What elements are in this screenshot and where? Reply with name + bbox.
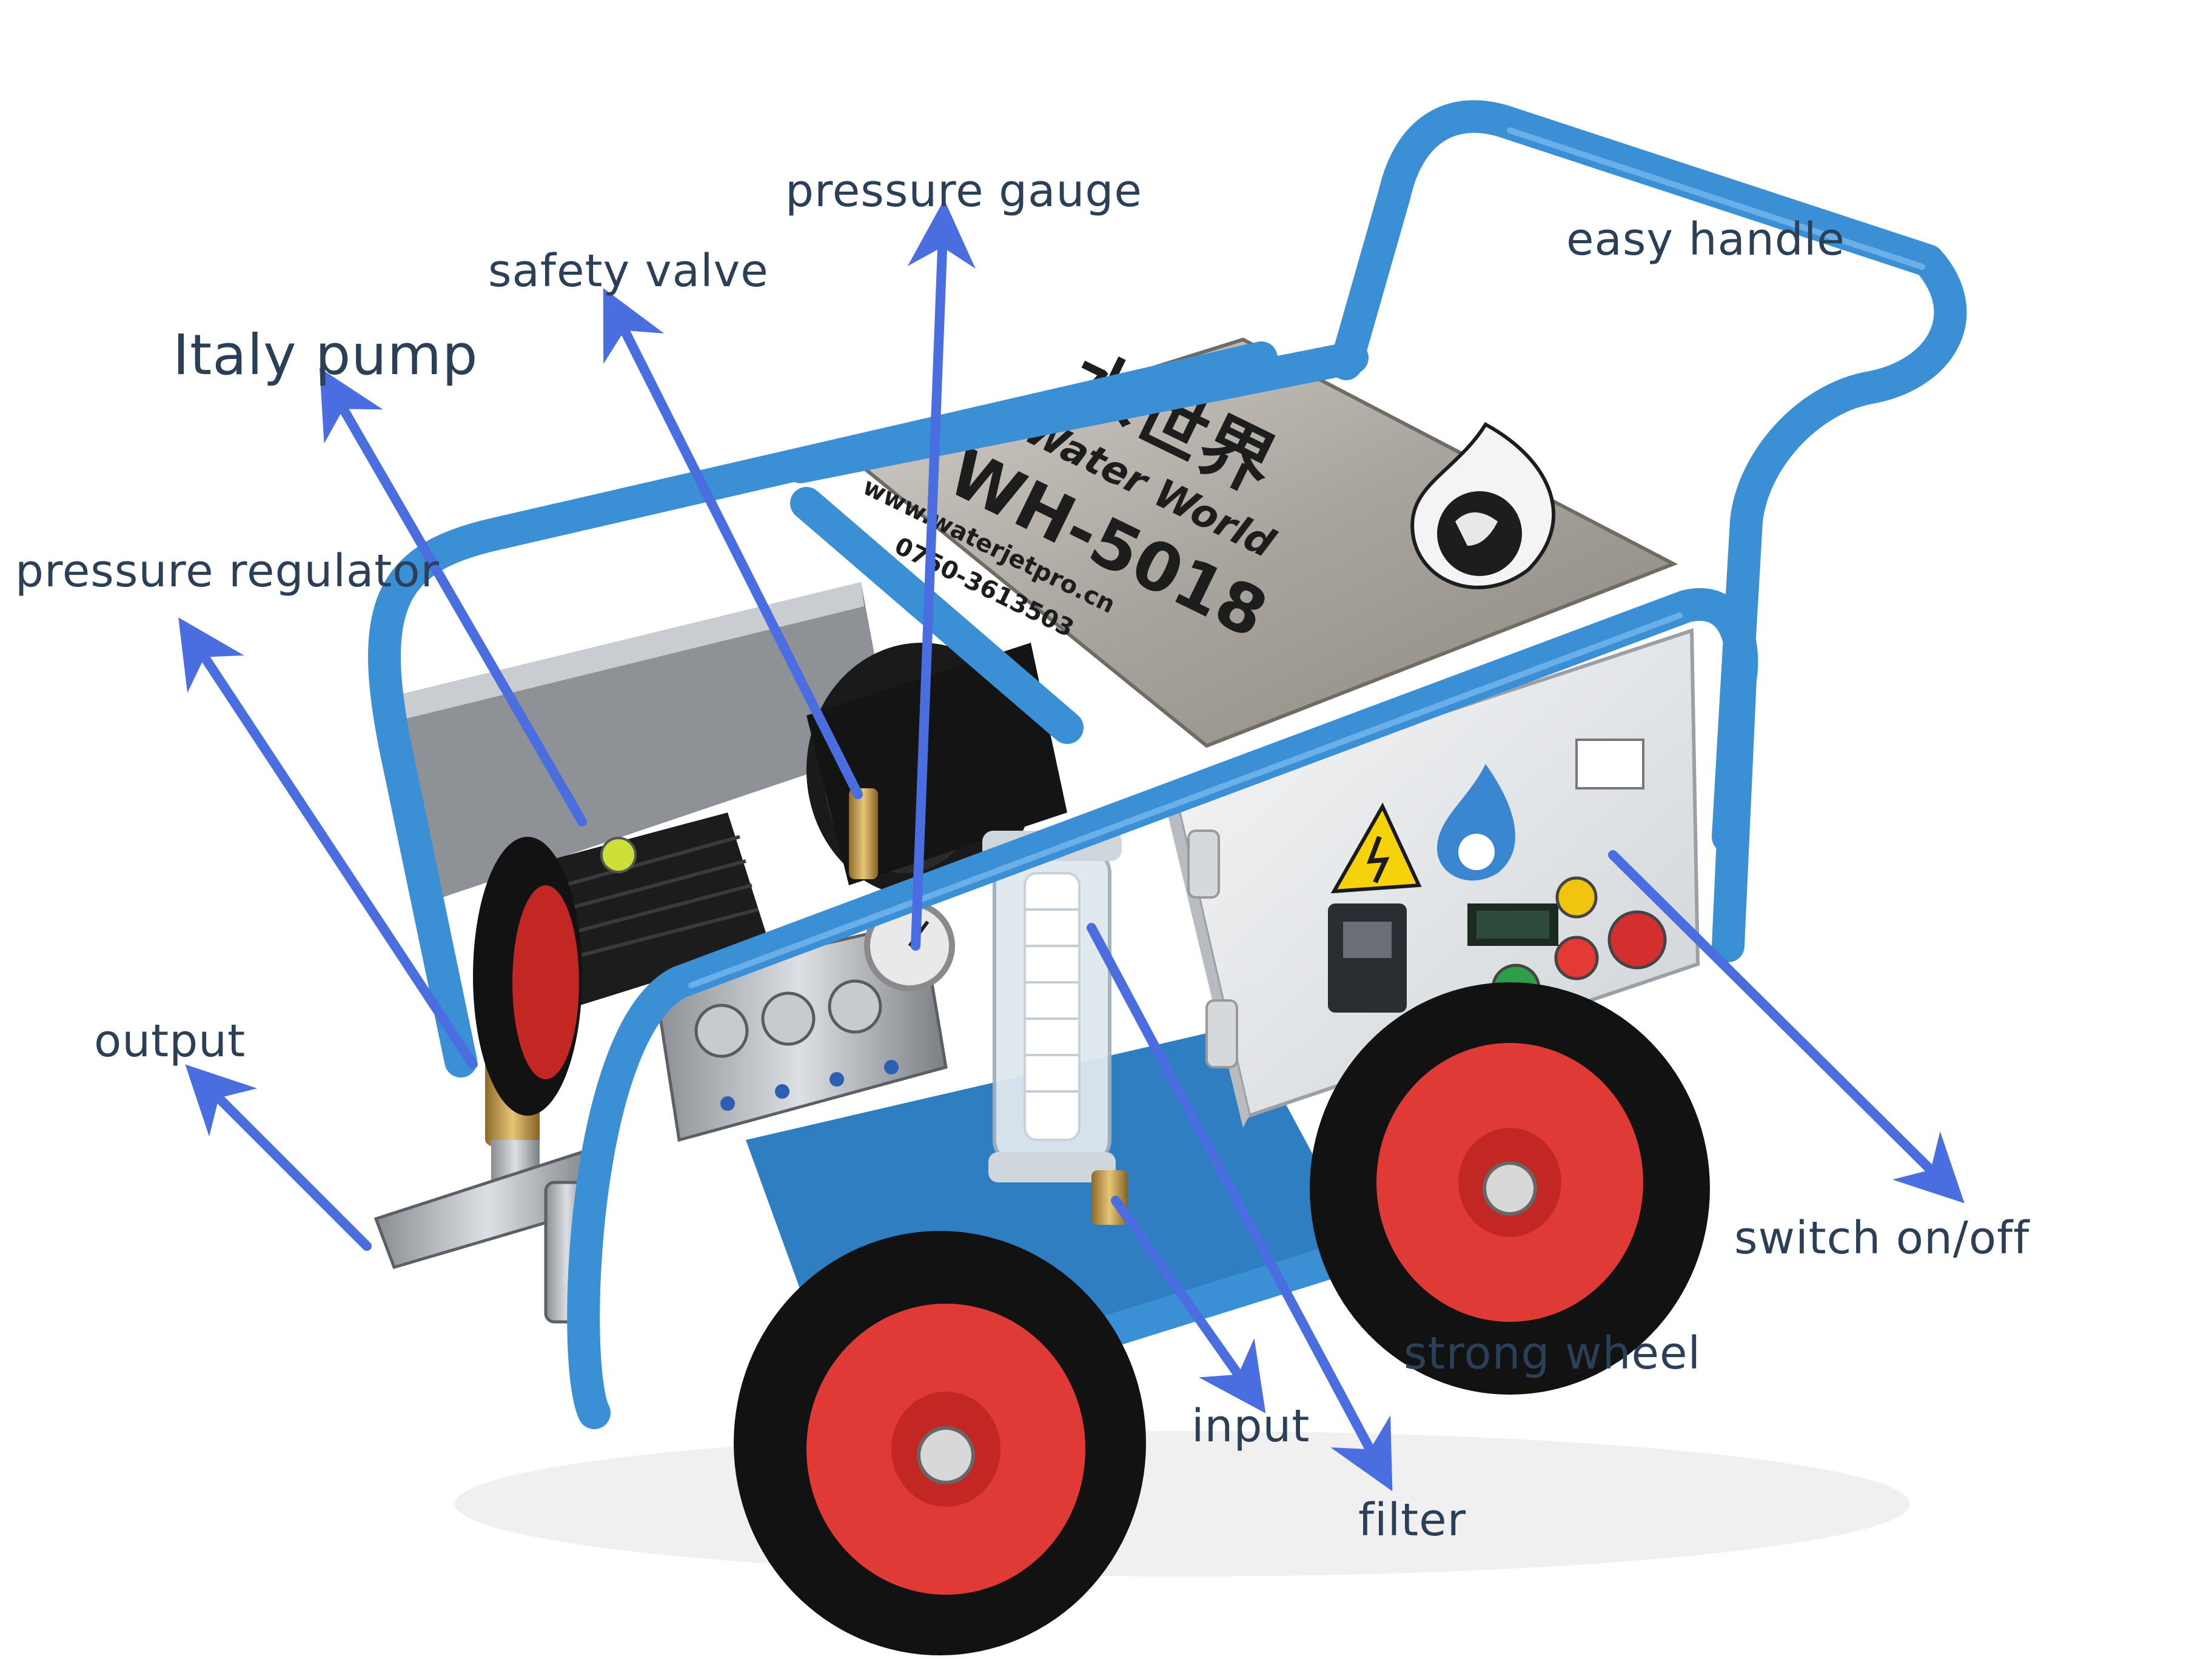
pressure-washer-machine: 水世界 Water World WH-5018 www.waterjetpro.… [368,100,1967,1655]
output-fitting [374,1150,603,1324]
label-strong-wheel: strong wheel [1404,1327,1701,1379]
strong-wheel-front-right [1310,982,1710,1395]
warning-icon [1330,802,1422,894]
arrow-safety-valve [603,287,863,799]
label-safety-valve: safety valve [488,245,769,297]
strong-wheel-front-left [734,1231,1146,1655]
digital-display-icon [1467,903,1558,946]
label-output: output [94,1015,246,1067]
stop-button-icon [1554,936,1599,980]
safety-valve [849,788,878,879]
label-italy-pump: Italy pump [173,323,478,387]
label-filter: filter [1358,1494,1467,1546]
label-pressure-gauge: pressure gauge [785,165,1142,217]
arrow-pressure-gauge [907,199,976,951]
blue-frame [368,100,1967,1429]
safety-sticker-icon [1575,739,1644,789]
label-input: input [1191,1400,1310,1452]
arrow-output [185,1064,372,1251]
strong-wheel-rear-left [473,837,582,1116]
water-world-logo [1437,764,1515,881]
arrow-filter [1087,923,1393,1492]
water-world-logo [1410,422,1556,589]
arrow-italy-pump [319,367,587,826]
back-panel [388,582,891,903]
arrow-input [1111,1196,1266,1413]
annotation-arrows [178,199,1965,1492]
ground-shadow [455,1431,1910,1577]
arrow-pressure-regulator [178,617,478,1069]
breaker-switch-icon [1328,903,1407,1013]
label-pressure-regulator: pressure regulator [15,545,440,597]
indicator-light-icon [1555,876,1598,919]
emergency-stop-icon [1607,910,1667,970]
label-switch-on-off: switch on/off [1734,1212,2030,1264]
water-filter [982,831,1122,1182]
label-easy-handle: easy handle [1566,213,1845,266]
arrow-switch [1608,850,1965,1204]
